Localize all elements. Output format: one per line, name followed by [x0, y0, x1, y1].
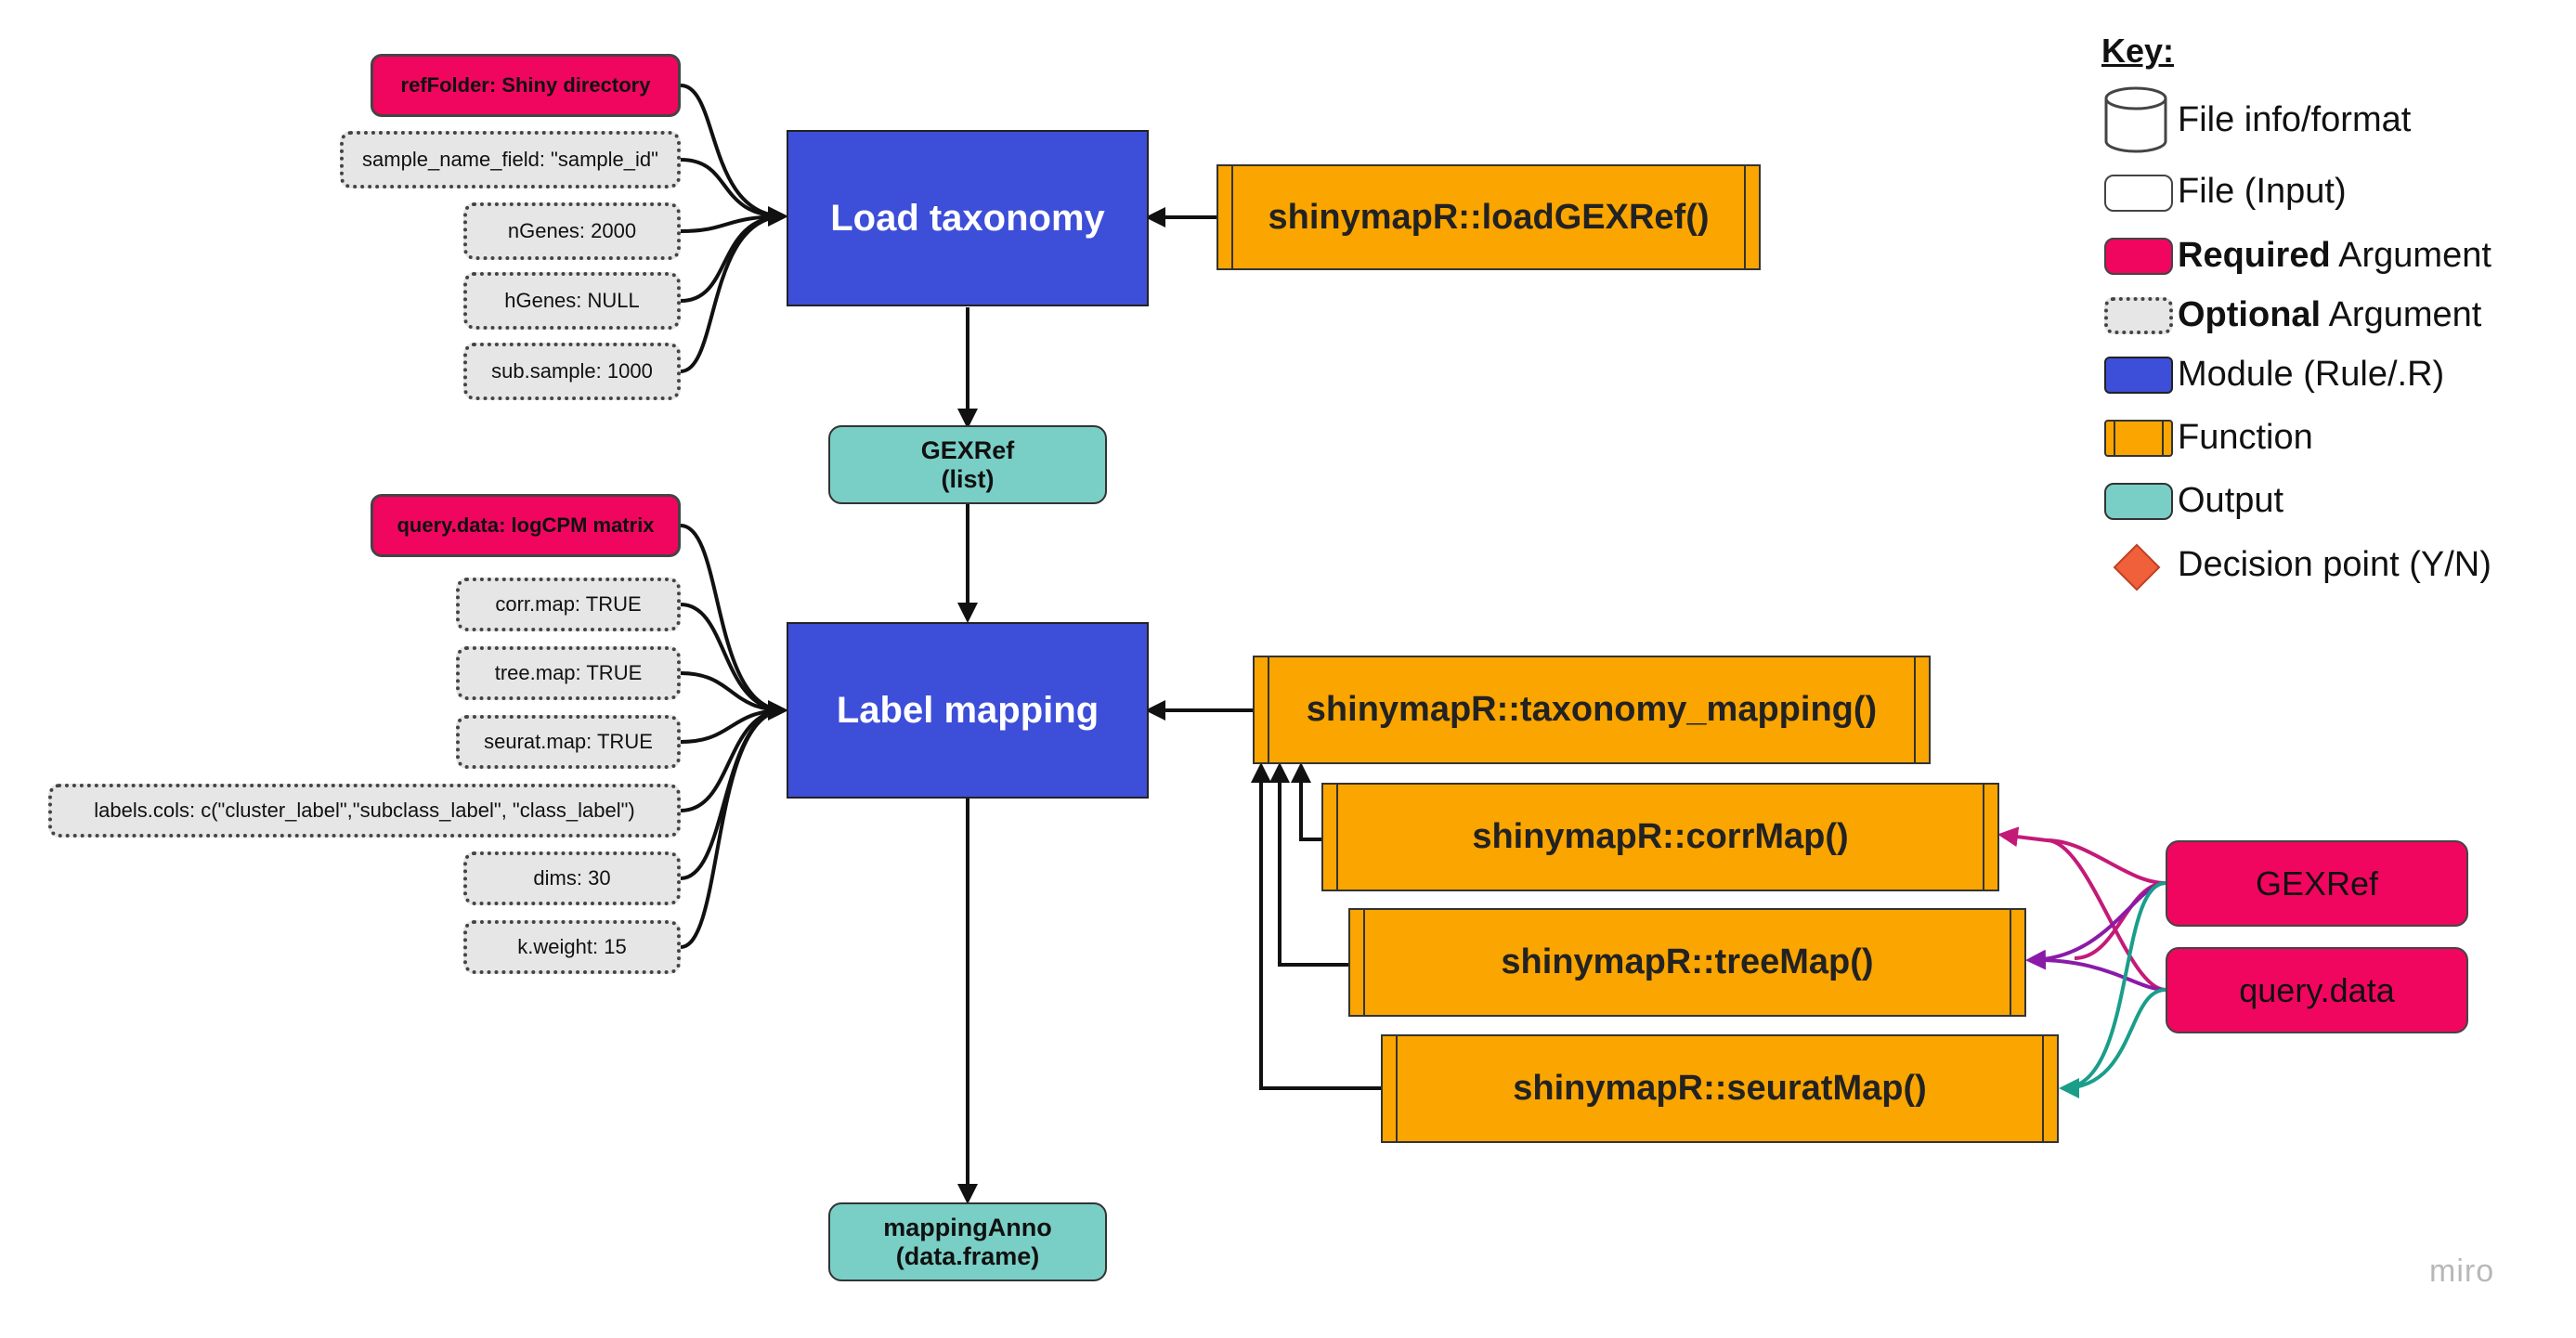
key-item-required: Required Argument — [2178, 236, 2491, 275]
function-right-bar — [2042, 1036, 2044, 1141]
seuratmap-function: shinymapR::seuratMap() — [1381, 1034, 2059, 1143]
key-function-swatch — [2104, 420, 2173, 457]
key-file-input-swatch — [2104, 175, 2173, 212]
gexref-input: GEXRef — [2166, 840, 2468, 927]
k-weight-optional-arg: k.weight: 15 — [463, 920, 681, 974]
sample-name-field-optional-arg: sample_name_field: "sample_id" — [340, 131, 681, 188]
query-to-corrmap-arrow — [2046, 838, 2166, 992]
function-left-bar — [1396, 1036, 1398, 1141]
function-right-bar — [2162, 422, 2164, 455]
label-mapping-module: Label mapping — [787, 622, 1149, 799]
function-right-bar — [1914, 657, 1916, 762]
ngenes-optional-arg: nGenes: 2000 — [463, 202, 681, 260]
function-left-bar — [1363, 910, 1365, 1015]
treemap-function-label: shinymapR::treeMap() — [1501, 942, 1874, 981]
function-left-bar — [1231, 166, 1233, 268]
function-left-bar — [1268, 657, 1269, 762]
key-module-swatch — [2104, 357, 2173, 394]
query-data-input: query.data — [2166, 947, 2468, 1033]
key-cylinder-swatch — [2104, 86, 2167, 153]
key-optional-bold: Optional — [2178, 295, 2322, 334]
key-item-file-input: File (Input) — [2178, 172, 2347, 211]
seuratmap-function-label: shinymapR::seuratMap() — [1513, 1069, 1927, 1108]
loadgexref-function: shinymapR::loadGEXRef() — [1216, 164, 1761, 270]
corrmap-function: shinymapR::corrMap() — [1321, 783, 1999, 891]
subsample-optional-arg: sub.sample: 1000 — [463, 343, 681, 400]
corrmap-connector — [1291, 762, 1321, 841]
key-item-module: Module (Rule/.R) — [2178, 355, 2445, 394]
ref-folder-required-arg: refFolder: Shiny directory — [371, 54, 681, 117]
mappinganno-output: mappingAnno (data.frame) — [828, 1202, 1107, 1281]
loadgexref-function-label: shinymapR::loadGEXRef() — [1268, 197, 1710, 237]
key-item-output: Output — [2178, 481, 2284, 520]
treemap-connector — [1269, 762, 1348, 967]
hgenes-optional-arg: hGenes: NULL — [463, 272, 681, 330]
key-item-optional: Optional Argument — [2178, 295, 2482, 334]
function-right-bar — [1983, 785, 1984, 890]
key-decision-swatch — [2113, 543, 2161, 591]
key-title: Key: — [2101, 32, 2175, 70]
tree-map-optional-arg: tree.map: TRUE — [456, 646, 681, 700]
query-to-treemap-arrow — [2025, 949, 2166, 992]
gexref-to-corrmap-arrow — [1997, 826, 2166, 885]
miro-watermark: miro — [2429, 1254, 2495, 1289]
key-required-bold: Required — [2178, 236, 2331, 275]
function-right-bar — [1744, 166, 1746, 268]
seuratmap-connector — [1251, 762, 1381, 1090]
gexref-output: GEXRef (list) — [828, 425, 1107, 504]
key-item-decision: Decision point (Y/N) — [2178, 545, 2491, 584]
mapping-arg-connectors — [680, 524, 788, 949]
key-optional-swatch — [2104, 297, 2173, 334]
key-required-swatch — [2104, 238, 2173, 275]
gexref-to-treemap-arrow — [2074, 881, 2166, 960]
taxonomy-mapping-function-label: shinymapR::taxonomy_mapping() — [1306, 690, 1878, 729]
key-item-file-info: File info/format — [2178, 100, 2412, 139]
function-left-bar — [1336, 785, 1338, 890]
taxonomy-mapping-function: shinymapR::taxonomy_mapping() — [1253, 656, 1931, 764]
labels-cols-optional-arg: labels.cols: c("cluster_label","subclass… — [48, 784, 681, 838]
seurat-map-optional-arg: seurat.map: TRUE — [456, 715, 681, 769]
corr-map-optional-arg: corr.map: TRUE — [456, 578, 681, 631]
function-left-bar — [2114, 422, 2115, 455]
dims-optional-arg: dims: 30 — [463, 851, 681, 905]
key-item-function: Function — [2178, 418, 2313, 457]
corrmap-function-label: shinymapR::corrMap() — [1472, 817, 1849, 856]
query-data-required-arg: query.data: logCPM matrix — [371, 494, 681, 557]
treemap-function: shinymapR::treeMap() — [1348, 908, 2026, 1017]
query-to-seuratmap-arrow — [2062, 988, 2166, 1090]
key-output-swatch — [2104, 483, 2173, 520]
load-arg-connectors — [680, 84, 788, 373]
gexref-to-seuratmap-arrow — [2059, 881, 2166, 1098]
load-taxonomy-module: Load taxonomy — [787, 130, 1149, 306]
function-right-bar — [2010, 910, 2011, 1015]
